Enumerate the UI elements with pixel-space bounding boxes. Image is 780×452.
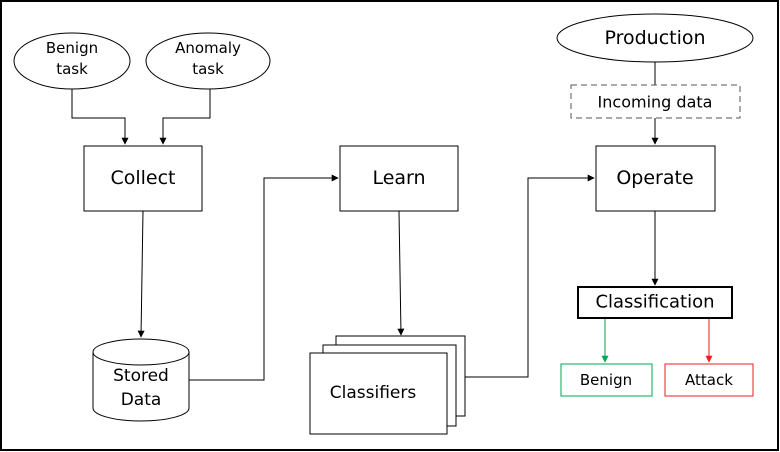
edge-stored-data-to-learn	[189, 174, 339, 381]
edge-anomaly-task-to-collect	[159, 88, 211, 145]
learn-label: Learn	[372, 167, 425, 189]
stored-data-label-line1: Stored	[113, 366, 169, 386]
connectors	[71, 62, 659, 381]
operate-label: Operate	[616, 167, 693, 189]
collect-node: Collect	[83, 145, 203, 212]
edge-collect-to-stored-data	[137, 210, 145, 338]
stored-data-node: Stored Data	[92, 338, 190, 422]
attack-outcome-label: Attack	[685, 371, 733, 389]
edge-classifiers-to-operate	[465, 174, 595, 378]
production-node: Production	[556, 13, 754, 63]
benign-outcome-label: Benign	[580, 371, 632, 389]
classifiers-sheet-front	[309, 352, 448, 435]
benign-task-node: Benign task	[13, 32, 131, 90]
learn-node: Learn	[339, 145, 459, 212]
benign-task-label-line1: Benign	[46, 39, 98, 57]
anomaly-task-label-line1: Anomaly	[175, 39, 241, 57]
classification-label: Classification	[595, 292, 714, 313]
operate-node: Operate	[595, 145, 716, 212]
incoming-data-node: Incoming data	[570, 84, 741, 119]
classification-node: Classification	[577, 286, 733, 319]
stored-data-label-line2: Data	[121, 390, 162, 410]
incoming-data-label: Incoming data	[598, 93, 713, 112]
classifiers-label: Classifiers	[330, 383, 417, 403]
anomaly-task-label-line2: task	[192, 60, 224, 78]
benign-outcome-node: Benign	[560, 363, 653, 397]
edge-benign-task-to-collect	[71, 88, 129, 145]
anomaly-task-node: Anomaly task	[145, 32, 271, 90]
attack-outcome-node: Attack	[664, 363, 754, 397]
edge-learn-to-classifiers	[397, 210, 405, 336]
benign-task-label-line2: task	[56, 60, 88, 78]
classifiers-node: Classifiers	[309, 335, 466, 435]
production-label: Production	[604, 27, 705, 49]
collect-label: Collect	[110, 167, 175, 189]
